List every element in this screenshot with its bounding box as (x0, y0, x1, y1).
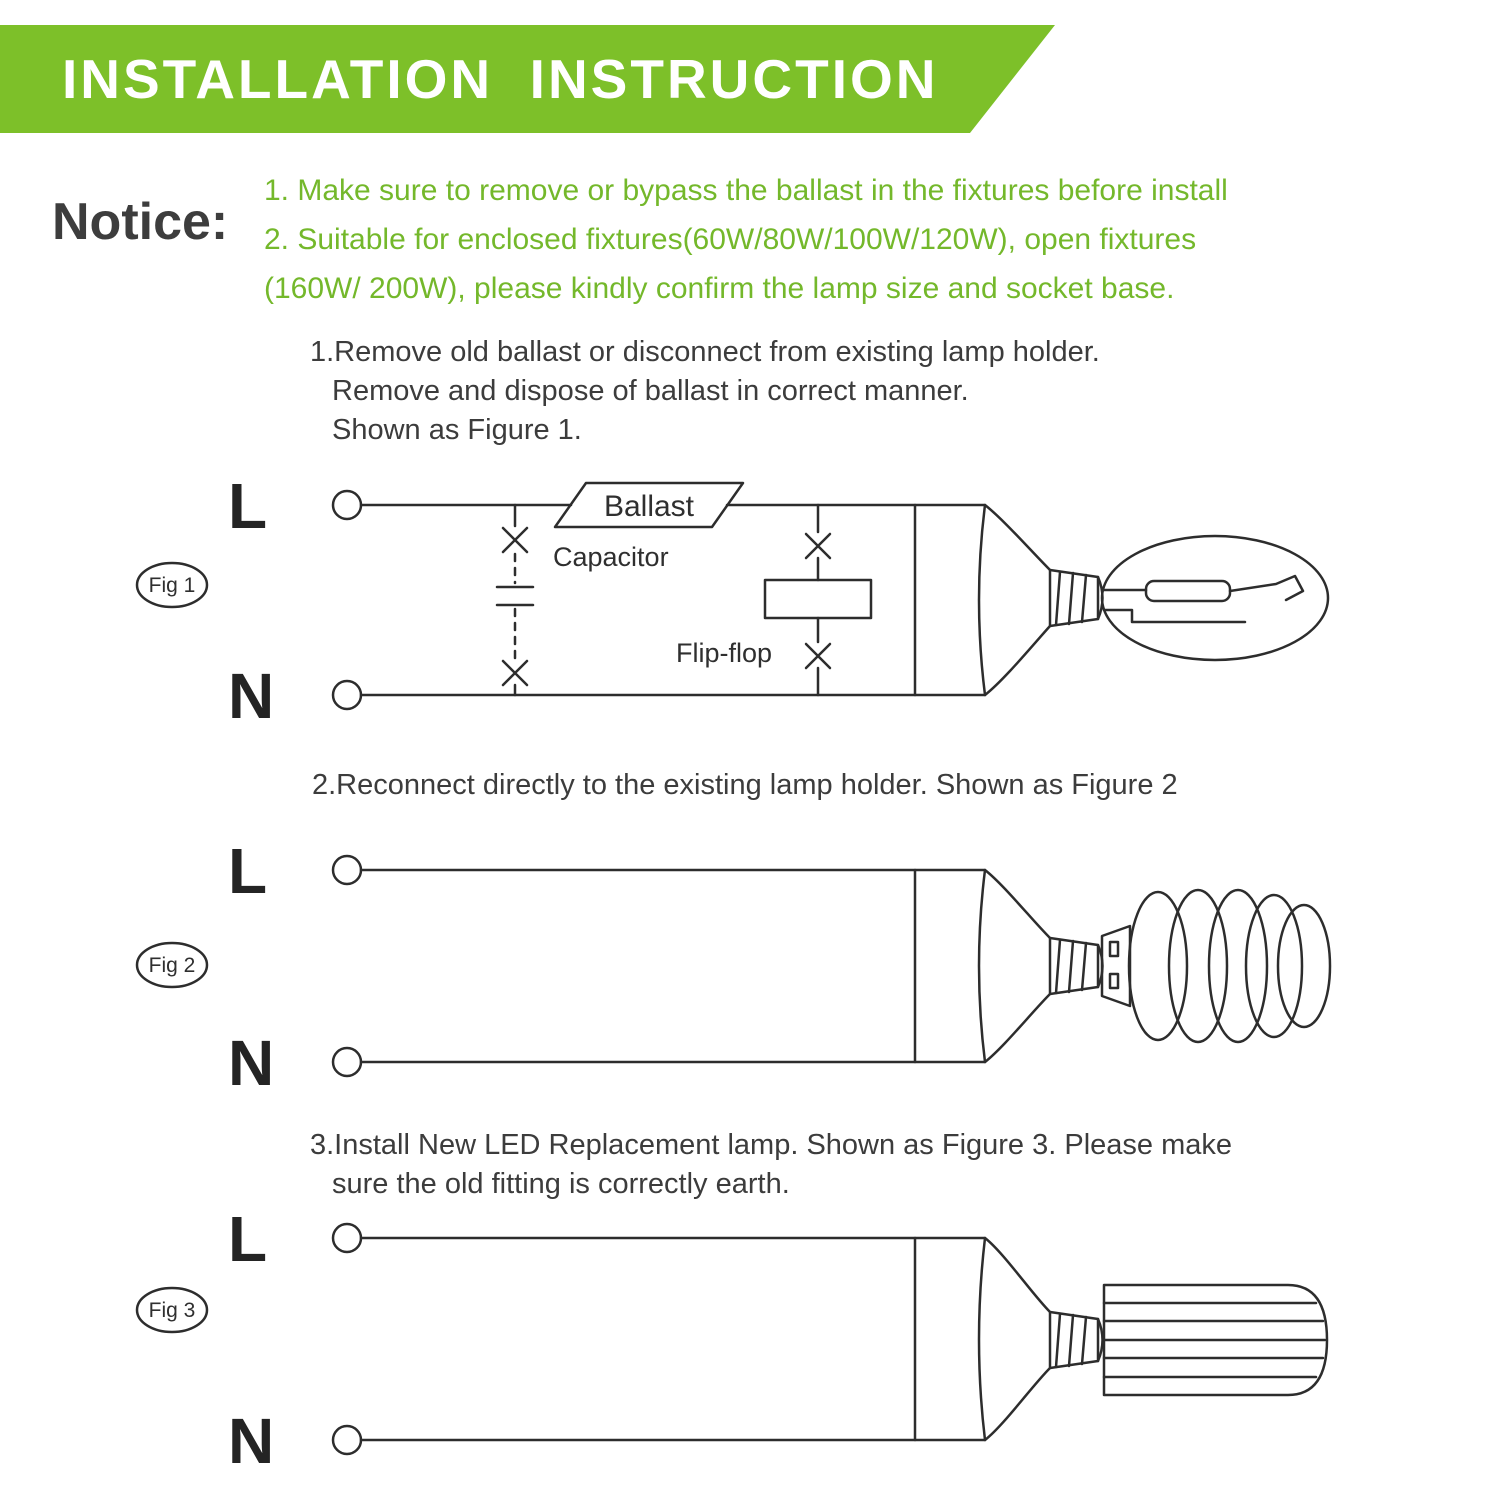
fig2-terminal-l-node (331, 854, 363, 886)
fig1-lamp-holder (977, 503, 1104, 697)
fig1-terminal-l-label: L (228, 470, 267, 542)
fig2-cfl-bulb (1100, 888, 1332, 1044)
figure-3-wiring-diagram: L N Fig 3 (135, 1203, 1329, 1477)
fig1-caption-label: Fig 1 (149, 574, 196, 597)
figure-1-wiring-diagram: L N Ballast Capacitor (135, 470, 1330, 732)
fig1-flipflop-label: Flip-flop (676, 638, 772, 668)
fig3-led-corn-bulb (1102, 1283, 1329, 1397)
fig3-screw-threads (1054, 1312, 1088, 1369)
fig2-caption: Fig 2 (135, 941, 209, 989)
step-1-line-2: Remove and dispose of ballast in correct… (332, 375, 969, 407)
fig2-terminal-n-node (331, 1046, 363, 1078)
fig3-terminal-n-node (331, 1424, 363, 1456)
notice-text: 1. Make sure to remove or bypass the bal… (264, 166, 1228, 313)
fig1-capacitor-label: Capacitor (553, 542, 669, 572)
fig1-ballast-label: Ballast (604, 490, 695, 523)
fig3-wires (359, 1236, 987, 1442)
fig1-flipflop-branch (763, 503, 873, 697)
fig2-wires (359, 868, 987, 1064)
fig1-cut-mark-bottom (501, 659, 529, 687)
notice-line-2: 2. Suitable for enclosed fixtures(60W/80… (264, 223, 1197, 256)
fig1-terminal-n-label: N (228, 660, 274, 732)
fig3-terminal-l-node (331, 1222, 363, 1254)
page-title: INSTALLATION INSTRUCTION (62, 48, 939, 110)
fig2-terminal-l-label: L (228, 840, 267, 907)
fig1-flipflop-box (763, 578, 873, 620)
step-2-line-1: 2.Reconnect directly to the existing lam… (312, 769, 1178, 801)
fig1-capacitor-branch (495, 503, 535, 697)
notice-label: Notice: (52, 193, 229, 251)
step-3-text: 3.Install New LED Replacement lamp. Show… (310, 1126, 1232, 1204)
step-1-text: 1.Remove old ballast or disconnect from … (310, 333, 1100, 450)
fig1-terminal-l-node (331, 489, 363, 521)
fig3-lamp-holder (977, 1236, 1104, 1442)
step-1-line-3: Shown as Figure 1. (332, 414, 582, 446)
figure-2-wiring-diagram: L N Fig 2 (135, 840, 1332, 1099)
step-3-line-2: sure the old fitting is correctly earth. (332, 1168, 790, 1200)
fig1-cut-mark-top (501, 526, 529, 554)
fig1-caption: Fig 1 (135, 561, 209, 609)
notice-line-1: 1. Make sure to remove or bypass the bal… (264, 174, 1228, 207)
fig1-wires (359, 503, 987, 697)
fig2-caption-label: Fig 2 (149, 954, 196, 977)
fig2-screw-threads (1054, 938, 1088, 995)
fig1-cut-mark-flipflop-bottom (804, 642, 832, 670)
fig3-caption: Fig 3 (135, 1286, 209, 1334)
fig2-terminal-n-label: N (228, 1027, 274, 1099)
header-banner: INSTALLATION INSTRUCTION (0, 25, 1055, 133)
fig3-caption-label: Fig 3 (149, 1299, 196, 1322)
notice-line-3: (160W/ 200W), please kindly confirm the … (264, 272, 1175, 305)
fig1-arc-tube (1144, 579, 1232, 603)
step-1-line-1: 1.Remove old ballast or disconnect from … (310, 336, 1100, 368)
fig1-cut-mark-flipflop-top (804, 532, 832, 560)
fig1-screw-threads (1054, 570, 1088, 627)
step-3-line-1: 3.Install New LED Replacement lamp. Show… (310, 1129, 1232, 1161)
fig1-hid-bulb (1100, 534, 1330, 662)
fig3-terminal-n-label: N (228, 1405, 274, 1477)
fig2-lamp-holder (977, 868, 1104, 1064)
fig3-led-strips (1102, 1301, 1327, 1379)
fig3-terminal-l-label: L (228, 1203, 267, 1275)
step-2-text: 2.Reconnect directly to the existing lam… (312, 766, 1178, 805)
fig1-terminal-n-node (331, 679, 363, 711)
fig2-cfl-base (1100, 924, 1132, 1008)
fig1-ballast: Ballast (553, 481, 745, 529)
